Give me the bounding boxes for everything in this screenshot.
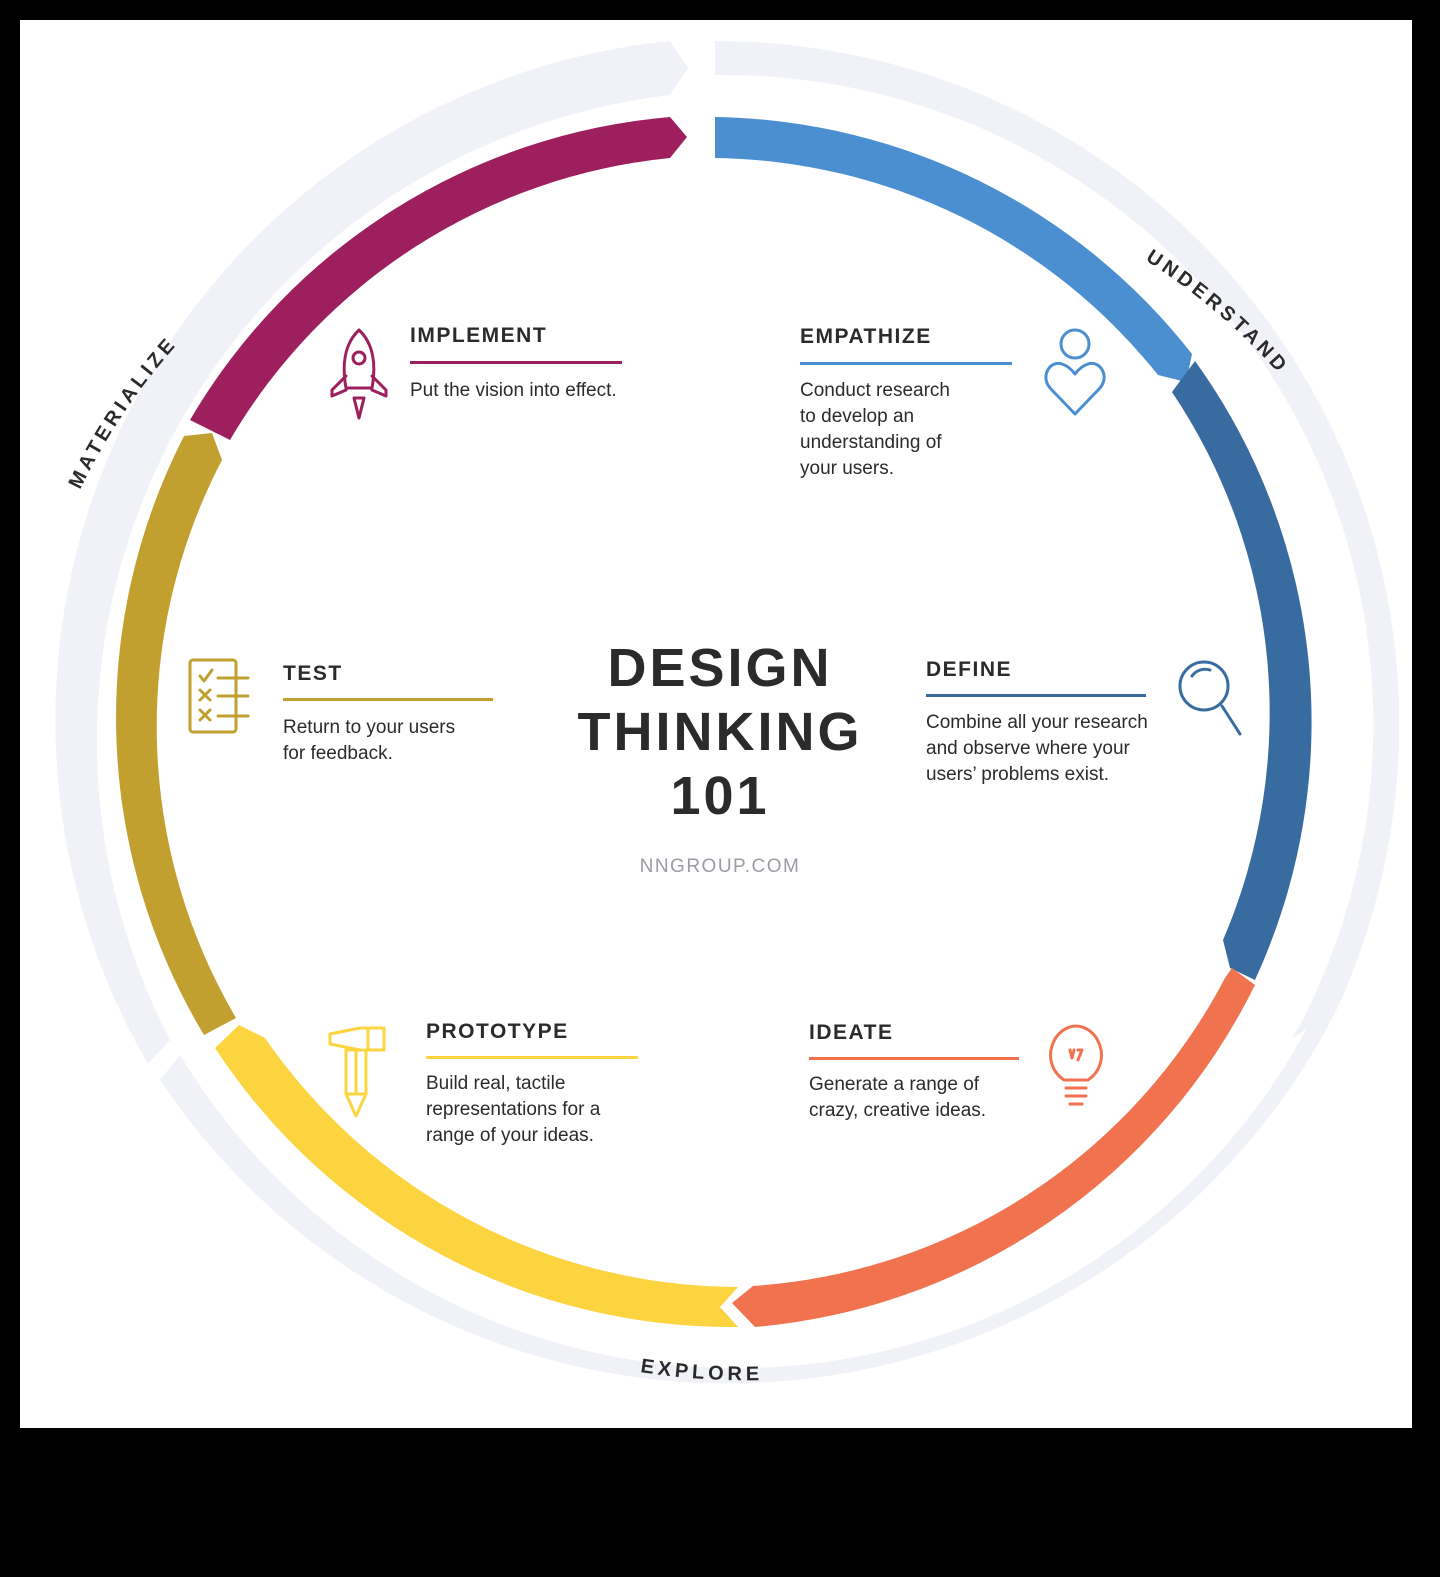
prototype-desc: Build real, tactile representations for …: [426, 1073, 601, 1146]
person-heart-icon: [1044, 328, 1106, 416]
test-desc: Return to your users for feedback.: [283, 717, 456, 764]
empathize-rule: [800, 362, 1012, 365]
arc-empathize: [715, 117, 1192, 382]
lightbulb-icon: [1049, 1024, 1103, 1106]
checklist-icon: [188, 658, 250, 734]
implement-desc: Put the vision into effect.: [410, 380, 617, 401]
rocket-icon: [330, 328, 388, 420]
design-thinking-cycle: UNDERSTAND MATERIALIZE EXPLORE: [55, 40, 1400, 1385]
hammer-pencil-icon: [328, 1026, 386, 1118]
prototype-title: PROTOTYPE: [426, 1020, 569, 1043]
test-title: TEST: [283, 662, 343, 685]
define-rule: [926, 694, 1146, 697]
arc-test: [116, 433, 236, 1035]
source-label: NNGROUP.COM: [639, 856, 801, 877]
magnifier-icon: [1178, 660, 1242, 736]
define-title: DEFINE: [926, 658, 1013, 681]
ideate-rule: [809, 1057, 1019, 1060]
outer-ring-understand: [715, 40, 1400, 1038]
arc-prototype: [215, 1025, 738, 1328]
outer-ring-materialize: [55, 41, 689, 1064]
test-rule: [283, 698, 493, 701]
prototype-rule: [426, 1056, 638, 1059]
ideate-desc: Generate a range of crazy, creative idea…: [809, 1074, 987, 1121]
define-desc: Combine all your research and observe wh…: [926, 712, 1148, 785]
implement-rule: [410, 361, 622, 364]
ideate-title: IDEATE: [809, 1021, 894, 1044]
empathize-title: EMPATHIZE: [800, 325, 932, 348]
center-title: DESIGN THINKING 101: [577, 638, 863, 826]
arc-define: [1172, 361, 1312, 980]
group-label-explore: EXPLORE: [639, 1355, 763, 1385]
arc-ideate: [732, 968, 1255, 1327]
empathize-desc: Conduct research to develop an understan…: [800, 380, 950, 479]
implement-title: IMPLEMENT: [410, 324, 548, 347]
arc-implement: [190, 117, 687, 440]
diagram-card: UNDERSTAND MATERIALIZE EXPLORE DESIGN TH…: [20, 20, 1412, 1428]
